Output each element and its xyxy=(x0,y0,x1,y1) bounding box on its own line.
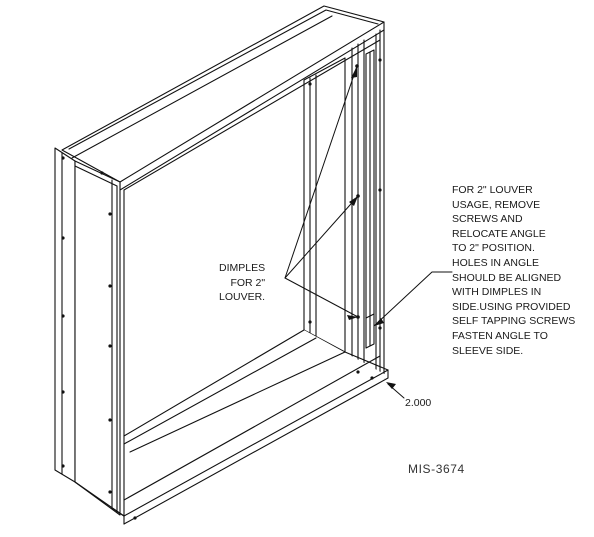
note-line: SELF TAPPING SCREWS xyxy=(452,315,576,328)
note-line: SHOULD BE ALIGNED xyxy=(452,271,562,284)
relocatable-angle xyxy=(365,49,375,349)
note-line: HOLES IN ANGLE xyxy=(452,256,539,269)
note-line: TO 2" POSITION. xyxy=(452,242,535,255)
drawing-number: MIS-3674 xyxy=(408,462,465,476)
note-line: SCREWS AND xyxy=(452,213,523,226)
note-line: USAGE, REMOVE xyxy=(452,198,541,211)
note-line: FASTEN ANGLE TO xyxy=(452,329,548,342)
installation-note: FOR 2" LOUVER USAGE, REMOVE SCREWS AND R… xyxy=(452,183,575,358)
note-line: WITH DIMPLES IN xyxy=(452,286,542,299)
left-side-panel xyxy=(74,160,125,517)
note-line: RELOCATE ANGLE xyxy=(452,227,546,240)
top-panel xyxy=(61,5,385,191)
note-line: FOR 2" LOUVER xyxy=(452,184,533,196)
dimples-callout: DIMPLES FOR 2" LOUVER. xyxy=(219,261,265,305)
dimples-line: LOUVER. xyxy=(219,291,266,304)
note-line: SIDE.USING PROVIDED xyxy=(452,300,571,313)
dimples-line: FOR 2" xyxy=(230,276,266,289)
dimples-line: DIMPLES xyxy=(219,262,266,274)
dimension-value: 2.000 xyxy=(405,397,432,409)
note-line: SLEEVE SIDE. xyxy=(452,344,524,357)
left-flange xyxy=(54,147,76,483)
bottom-panel xyxy=(111,329,389,525)
screw-holes xyxy=(61,58,382,520)
arrowheads xyxy=(347,66,396,389)
